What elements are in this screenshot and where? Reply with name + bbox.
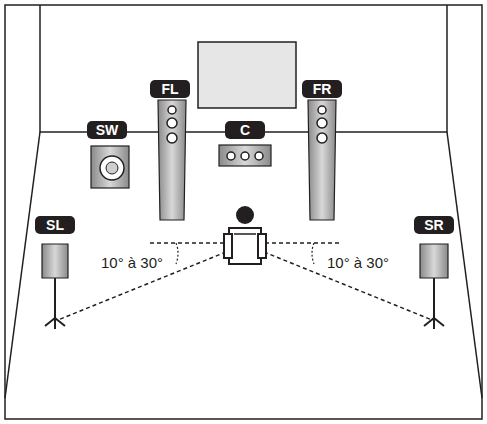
frame	[5, 5, 482, 419]
speaker-stand	[54, 278, 56, 318]
speaker-label: SL	[46, 217, 64, 233]
subwoofer-driver	[100, 156, 124, 180]
angle-label: 10° à 30°	[326, 254, 390, 271]
chair-arm	[224, 234, 232, 258]
chair-back	[234, 233, 256, 235]
angle-label: 10° à 30°	[100, 254, 164, 271]
listener-head	[236, 206, 254, 224]
speaker-stand	[433, 278, 435, 318]
speaker-drivers	[317, 106, 327, 143]
speaker-tag: FR	[302, 80, 342, 98]
speaker-tag: SR	[414, 216, 454, 234]
front-right-speaker	[308, 100, 336, 220]
speaker-tag: FL	[150, 80, 190, 98]
subwoofer-driver	[106, 162, 118, 174]
speaker-tag: SL	[35, 216, 75, 234]
tv-screen	[198, 42, 296, 108]
stand-base	[45, 318, 65, 329]
speaker-label: FL	[161, 81, 178, 97]
speaker-label: FR	[313, 81, 332, 97]
speaker-drivers	[167, 106, 327, 143]
speaker-label: SR	[424, 217, 443, 233]
speaker-label: C	[240, 122, 250, 138]
subwoofer	[91, 146, 129, 188]
surround-left-speaker	[42, 244, 68, 278]
back-wall	[40, 5, 447, 132]
speaker-drivers	[227, 152, 263, 160]
listener-chair	[229, 228, 261, 264]
surround-right-speaker	[420, 244, 448, 278]
stand-base	[424, 318, 444, 329]
floor-edge	[5, 132, 40, 398]
chair-arm	[258, 234, 266, 258]
speaker-tag: C	[225, 121, 265, 139]
front-left-speaker	[158, 100, 186, 220]
center-speaker	[219, 145, 271, 166]
speaker-label: SW	[96, 122, 119, 138]
floor-edge	[447, 132, 482, 398]
speaker-tag: SW	[87, 121, 127, 139]
